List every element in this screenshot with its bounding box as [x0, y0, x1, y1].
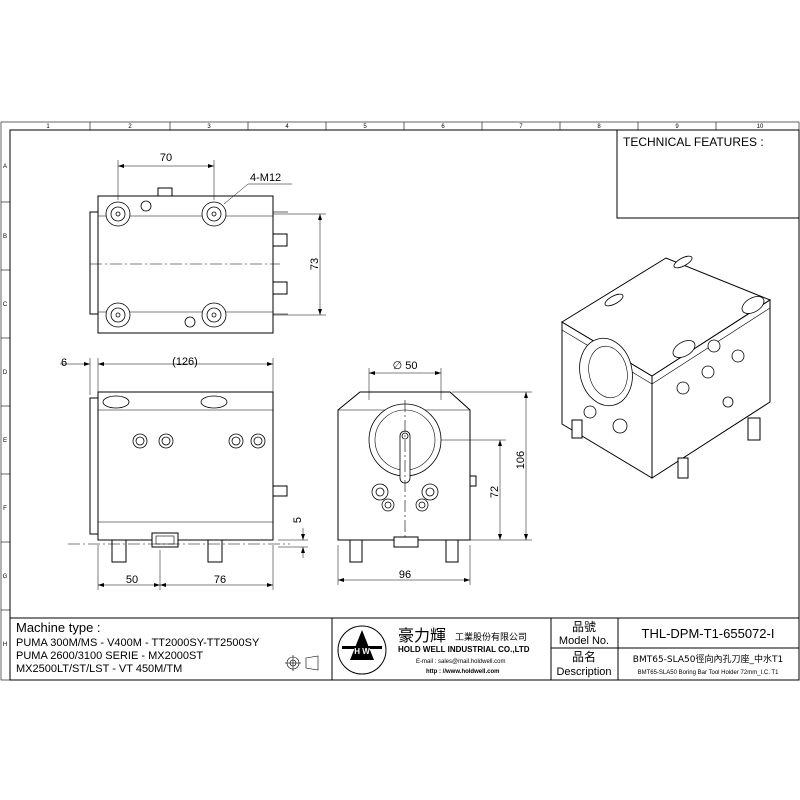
front-view: ∅ 50 106 72 96: [337, 360, 532, 585]
dim-96: 96: [399, 569, 411, 581]
row-label-a: A: [3, 164, 7, 170]
company-name-en: HOLD WELL INDUSTRIAL CO.,LTD: [398, 645, 530, 654]
row-label-f: F: [3, 506, 7, 512]
side-view: 6 (126) 5 50 76: [60, 356, 308, 590]
side-screws: [132, 433, 266, 449]
col-label-7: 7: [519, 124, 523, 130]
isometric-view: [561, 255, 772, 479]
technical-features-title: TECHNICAL FEATURES :: [623, 135, 764, 149]
dim-72: 72: [489, 486, 501, 498]
dim-thread-4-m12: 4-M12: [250, 172, 281, 184]
dim-50: 50: [126, 574, 138, 586]
row-labels: A B C D E F G H: [1, 164, 10, 648]
technical-features-box: TECHNICAL FEATURES :: [616, 129, 800, 219]
description-label-cn: 品名: [572, 649, 596, 664]
col-label-9: 9: [675, 124, 679, 130]
dim-5: 5: [292, 517, 304, 523]
dim-126: (126): [172, 356, 198, 368]
bolt-hole-top-left: [105, 201, 131, 227]
company-logo: H W: [337, 625, 387, 675]
row-label-h: H: [3, 642, 7, 648]
col-label-3: 3: [207, 124, 211, 130]
col-label-6: 6: [441, 124, 445, 130]
bolt-hole-bottom-right: [201, 302, 227, 328]
bolt-hole-bottom-left: [105, 302, 131, 328]
front-screws: [371, 483, 439, 512]
col-label-4: 4: [285, 124, 289, 130]
bolt-hole-top-right: [201, 201, 227, 227]
projection-symbol-icon: [285, 655, 319, 671]
machine-type-label: Machine type :: [16, 620, 101, 635]
iso-bore: [579, 337, 633, 407]
col-label-10: 10: [757, 124, 764, 130]
dim-73: 73: [309, 258, 321, 270]
row-label-d: D: [3, 370, 8, 376]
logo-letters: H W: [354, 647, 370, 656]
dim-diameter-50: ∅ 50: [393, 360, 418, 372]
column-labels: 1 2 3 4 5 6 7 8 9 10: [46, 122, 764, 130]
row-label-e: E: [3, 438, 7, 444]
company-name-cn: 豪力輝: [398, 626, 446, 645]
description-label-en: Description: [556, 666, 611, 678]
inner-frame: [9, 129, 800, 681]
col-label-1: 1: [46, 124, 50, 130]
col-label-5: 5: [363, 124, 367, 130]
machine-line-1: PUMA 300M/MS - V400M - TT2000SY-TT2500SY: [16, 637, 260, 649]
company-name-cn-suffix: 工業股份有限公司: [455, 631, 527, 643]
dim-76: 76: [214, 574, 226, 586]
dim-6: 6: [61, 357, 67, 369]
machine-line-2: PUMA 2600/3100 SERIE - MX2000ST: [16, 650, 203, 662]
col-label-2: 2: [128, 124, 132, 130]
description-value-cn: BMT65-SLA50徑向內孔刀座_中水T1: [633, 653, 783, 665]
model-number-value: THL-DPM-T1-655072-I: [642, 626, 775, 641]
company-email: E-mail : sales@mail.holdwell.com: [416, 659, 505, 665]
model-label-cn: 品號: [572, 620, 596, 634]
machine-line-3: MX2500LT/ST/LST - VT 450M/TM: [16, 663, 182, 675]
small-hole-bottom: [184, 316, 196, 328]
description-value-en: BMT65-SLA50 Boring Bar Tool Holder 72mm_…: [638, 670, 780, 676]
row-label-c: C: [3, 302, 8, 308]
title-block: Machine type : PUMA 300M/MS - V400M - TT…: [10, 617, 799, 680]
dim-70: 70: [160, 152, 172, 164]
top-view: 70 4-M12 73: [89, 152, 326, 334]
dim-106: 106: [515, 451, 527, 469]
small-hole-top: [140, 200, 152, 212]
company-web: http : //www.holdwell.com: [426, 669, 499, 675]
row-label-b: B: [3, 234, 7, 240]
col-label-8: 8: [597, 124, 601, 130]
model-label-en: Model No.: [559, 635, 609, 647]
row-label-g: G: [3, 574, 8, 580]
